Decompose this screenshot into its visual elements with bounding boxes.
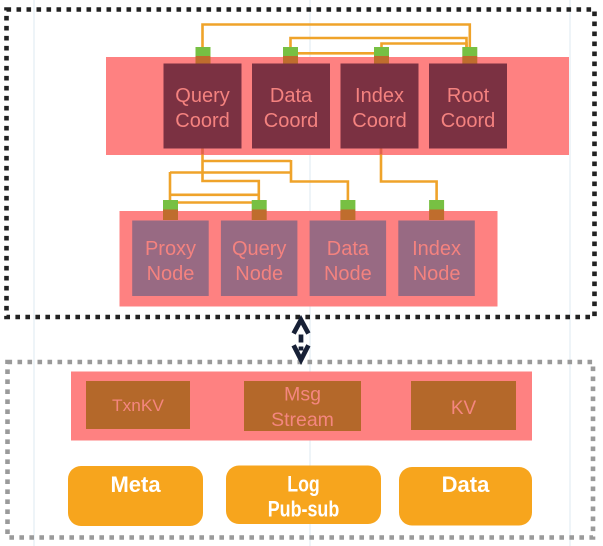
svg-text:Coord: Coord [175,110,229,132]
svg-text:Stream: Stream [271,409,334,431]
svg-text:KV: KV [451,398,477,419]
svg-text:Node: Node [147,263,195,285]
svg-text:Node: Node [413,263,461,285]
svg-text:Index: Index [355,85,404,107]
svg-text:Index: Index [412,238,461,260]
svg-text:Coord: Coord [352,110,406,132]
svg-text:TxnKV: TxnKV [112,397,164,415]
svg-text:Coord: Coord [441,110,495,132]
svg-text:Log: Log [287,472,320,497]
svg-text:Data: Data [327,238,370,260]
svg-text:Pub-sub: Pub-sub [268,497,340,522]
svg-text:Proxy: Proxy [145,238,196,260]
svg-text:Data: Data [270,85,313,107]
svg-text:Query: Query [175,85,229,107]
svg-text:Root: Root [447,85,490,107]
svg-text:Meta: Meta [110,472,161,497]
svg-text:Data: Data [442,472,490,497]
svg-text:Node: Node [235,263,283,285]
svg-text:Node: Node [324,263,372,285]
svg-text:Query: Query [232,238,286,260]
svg-text:Msg: Msg [284,384,321,406]
svg-text:Coord: Coord [264,110,318,132]
